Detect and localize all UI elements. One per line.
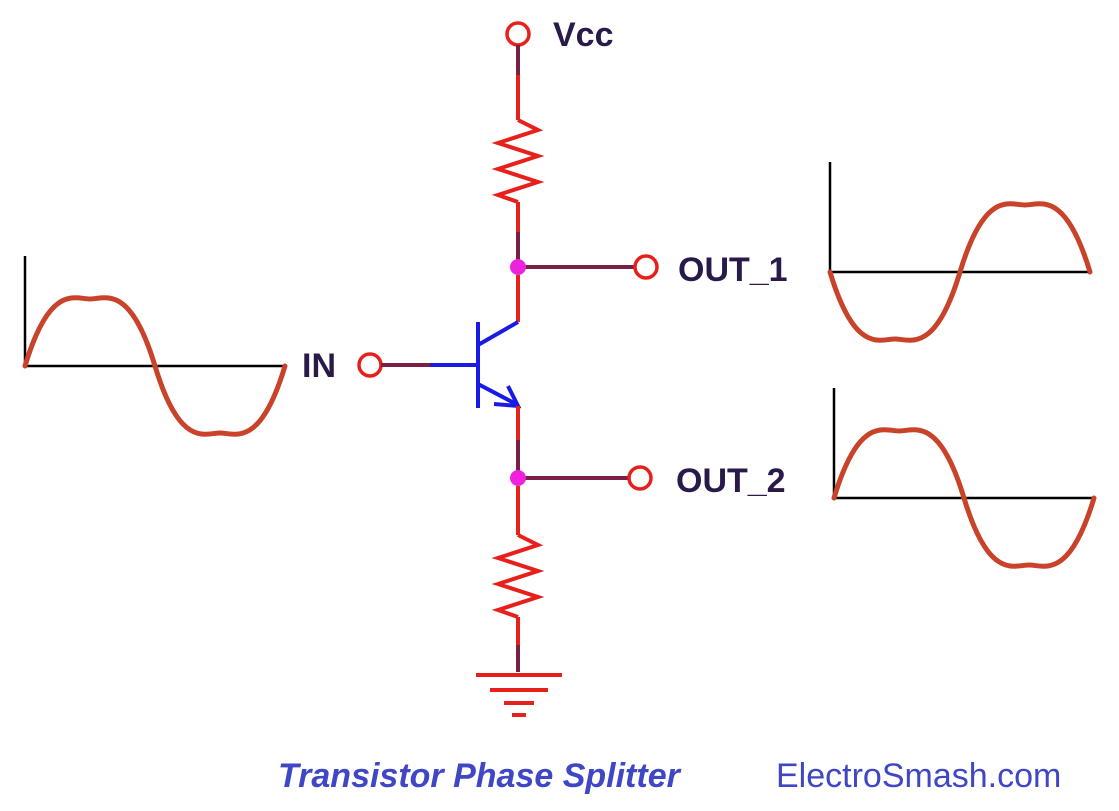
input-waveform (22, 256, 288, 437)
out2-waveform (831, 388, 1097, 569)
collector-resistor (491, 118, 545, 204)
collector-junction-node (510, 259, 526, 275)
npn-transistor (476, 320, 522, 409)
emitter-junction-node (510, 470, 526, 486)
emitter-resistor (491, 533, 545, 619)
site-credit: ElectroSmash.com (776, 757, 1061, 795)
ground-icon (476, 673, 562, 717)
out1-waveform (827, 162, 1093, 343)
diagram-caption: Transistor Phase Splitter (278, 757, 682, 795)
vcc-label: Vcc (553, 16, 614, 54)
out2-label: OUT_2 (676, 462, 786, 500)
out2-terminal (627, 465, 653, 491)
in-terminal (357, 352, 383, 378)
vcc-terminal (505, 21, 531, 47)
in-label: IN (302, 347, 336, 385)
out1-terminal (633, 254, 659, 280)
out1-label: OUT_1 (678, 251, 788, 289)
